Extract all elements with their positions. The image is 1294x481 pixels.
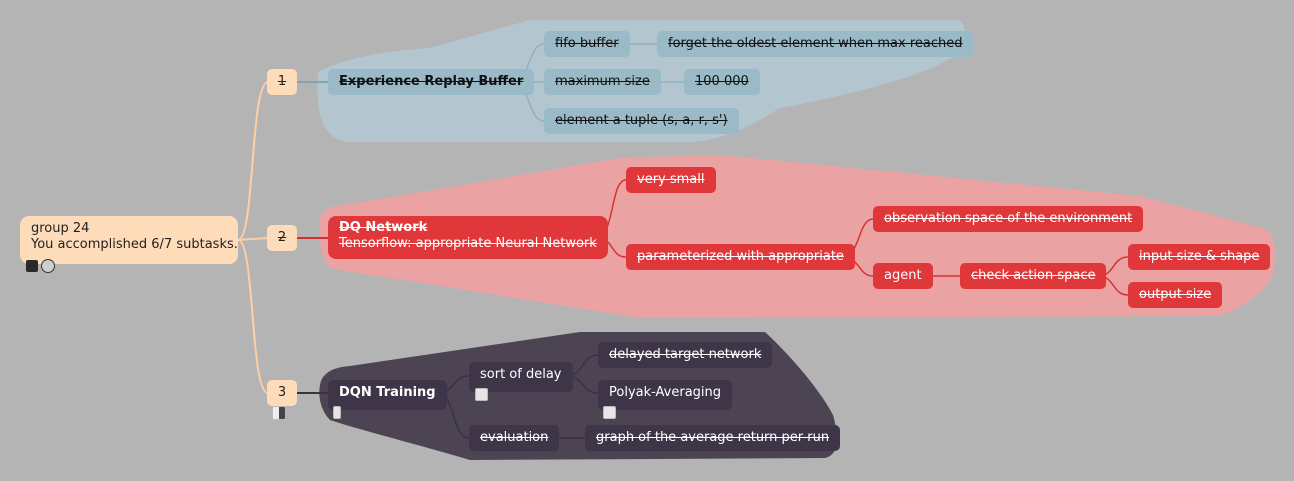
very-small[interactable]: very small: [626, 167, 716, 193]
output-size[interactable]: output size: [1128, 282, 1223, 308]
dq-network[interactable]: DQ Network Tensorflow: appropriate Neura…: [328, 216, 608, 259]
branch-3-number[interactable]: 3: [267, 380, 297, 406]
evaluation[interactable]: evaluation: [469, 425, 560, 451]
branch-1-number[interactable]: 1: [267, 69, 297, 95]
input-size-shape[interactable]: input size & shape: [1128, 244, 1271, 270]
checkbox-icon[interactable]: [603, 406, 616, 419]
experience-replay-buffer[interactable]: Experience Replay Buffer: [328, 69, 535, 95]
parameterized-with-appropriate[interactable]: parameterized with appropriate: [626, 244, 855, 270]
note-icon[interactable]: [26, 260, 38, 272]
check-action-space[interactable]: check action space: [960, 263, 1107, 289]
element-tuple[interactable]: element a tuple (s, a, r, s'): [544, 108, 739, 134]
checkbox-icon[interactable]: [272, 406, 286, 420]
maximum-size[interactable]: maximum size: [544, 69, 661, 95]
dq-network-subtitle: Tensorflow: appropriate Neural Network: [339, 236, 597, 251]
root-title: group 24: [31, 221, 90, 236]
root-node[interactable]: group 24 You accomplished 6/7 subtasks.: [20, 216, 238, 264]
maximum-size-value[interactable]: 100 000: [684, 69, 760, 95]
polyak-averaging[interactable]: Polyak-Averaging: [598, 380, 733, 410]
branch-2-number[interactable]: 2: [267, 225, 297, 251]
sort-of-delay[interactable]: sort of delay: [469, 362, 573, 392]
root-subtitle: You accomplished 6/7 subtasks.: [31, 237, 238, 252]
agent[interactable]: agent: [873, 263, 933, 289]
checkbox-icon[interactable]: [475, 388, 488, 401]
delayed-target-network[interactable]: delayed target network: [598, 342, 773, 368]
dqn-training[interactable]: DQN Training: [328, 380, 447, 410]
dq-network-title: DQ Network: [339, 220, 428, 235]
fifo-buffer[interactable]: fifo buffer: [544, 31, 630, 57]
checkbox-icon[interactable]: [333, 406, 341, 419]
link-icon[interactable]: [41, 259, 55, 273]
observation-space[interactable]: observation space of the environment: [873, 206, 1144, 232]
graph-average-return[interactable]: graph of the average return per run: [585, 425, 841, 451]
forget-oldest-element[interactable]: forget the oldest element when max reach…: [657, 31, 974, 57]
